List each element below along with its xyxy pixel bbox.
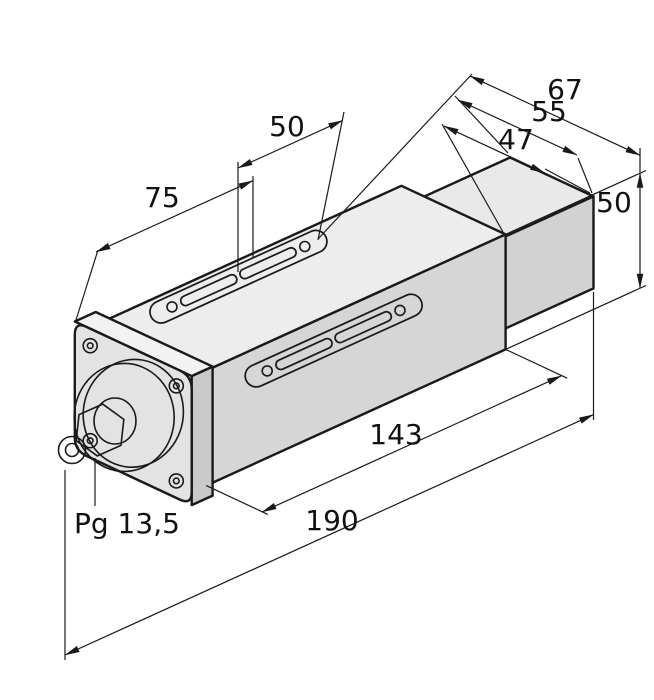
slot-end-hole [166,301,178,313]
dim-line-50-top [237,119,344,169]
slot-end-hole [298,240,311,253]
gland-cable-hole [64,442,80,458]
screw-hole [172,382,180,390]
dim-label-50-height: 50 [596,186,632,219]
dim-label-190: 190 [305,504,358,537]
dim-label-50-top: 50 [269,110,305,143]
dim-line-47 [443,125,546,174]
dim-label-75: 75 [144,181,180,214]
dimension-labels: 75 50 67 55 47 50 143 190 Pg 13,5 [74,73,632,540]
side-mounting-slots [244,293,423,388]
dim-label-47: 47 [498,123,534,156]
flange-right-strip [190,365,214,507]
gland-label: Pg 13,5 [74,507,180,540]
dim-label-143: 143 [369,418,422,451]
dimension-lines [64,75,644,656]
dim-label-67: 67 [547,73,583,106]
screw-hole [168,378,185,394]
top-mounting-slots [149,229,328,324]
dim-line-190 [64,414,594,656]
screw-hole [86,342,94,350]
screw-hole [82,337,98,354]
slot-end-hole [394,304,406,317]
dim-line-75 [95,180,254,253]
dim-label-55: 55 [531,95,567,128]
